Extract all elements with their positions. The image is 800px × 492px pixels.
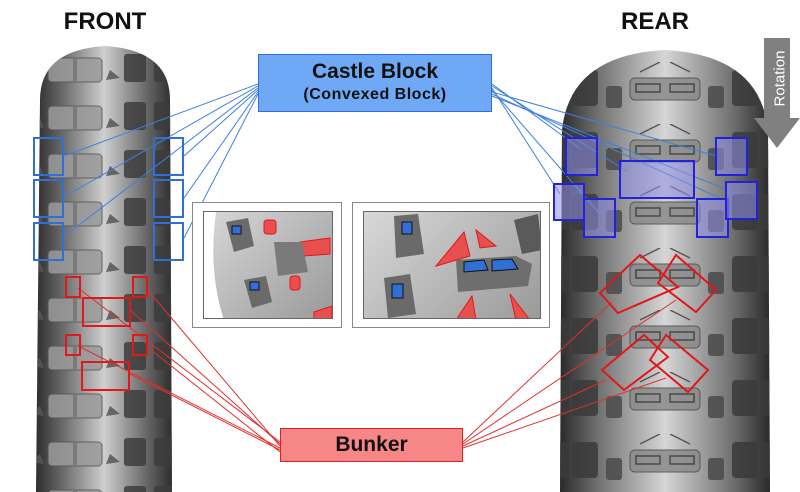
rotation-arrow bbox=[754, 38, 800, 148]
bunker-marker bbox=[656, 253, 718, 314]
bunker-marker bbox=[598, 253, 680, 315]
bunker-detail bbox=[289, 275, 301, 291]
bunker-marker bbox=[81, 361, 130, 391]
bunker-marker bbox=[65, 276, 81, 298]
bunker-callout: Bunker bbox=[280, 428, 463, 462]
rear-castle-block-markers bbox=[553, 137, 758, 238]
bunker-detail bbox=[299, 237, 331, 257]
front-detail-image bbox=[204, 212, 332, 318]
rear-detail-inset bbox=[352, 202, 550, 328]
castle-block-marker bbox=[565, 137, 598, 176]
castle-block-detail bbox=[491, 258, 519, 272]
castle-block-marker bbox=[553, 183, 585, 221]
bunker-leader-lines bbox=[77, 287, 677, 453]
bunker-marker bbox=[82, 297, 131, 327]
castle-block-marker bbox=[583, 198, 616, 238]
front-detail-inset bbox=[192, 202, 342, 328]
bunker-marker bbox=[132, 276, 148, 298]
castle-block-detail bbox=[249, 281, 260, 291]
front-tire-title: FRONT bbox=[63, 8, 147, 35]
castle-block-marker bbox=[153, 179, 184, 218]
castle-block-subtitle: (Convexed Block) bbox=[303, 86, 447, 103]
castle-block-marker bbox=[33, 222, 64, 261]
bunker-marker bbox=[648, 333, 710, 394]
castle-block-marker bbox=[619, 160, 695, 199]
castle-block-detail bbox=[401, 221, 413, 235]
castle-block-detail bbox=[463, 259, 489, 273]
bunker-detail bbox=[509, 293, 530, 318]
rotation-label: Rotation bbox=[765, 40, 795, 116]
bunker-marker bbox=[132, 334, 148, 356]
rear-bunker-markers bbox=[598, 253, 718, 394]
rear-tire-title: REAR bbox=[620, 8, 689, 35]
front-castle-block-markers bbox=[33, 137, 184, 261]
castle-block-marker bbox=[153, 222, 184, 261]
bunker-marker bbox=[65, 334, 81, 356]
castle-block-detail bbox=[231, 225, 242, 235]
rear-detail-image bbox=[384, 214, 540, 318]
castle-block-marker bbox=[715, 137, 748, 176]
castle-block-callout: Castle Block (Convexed Block) bbox=[258, 54, 492, 112]
bunker-detail bbox=[475, 228, 498, 249]
castle-block-marker bbox=[696, 198, 729, 238]
castle-block-marker bbox=[33, 179, 64, 218]
bunker-marker bbox=[600, 333, 670, 392]
bunker-detail bbox=[456, 294, 477, 318]
front-tire bbox=[36, 46, 172, 492]
bunker-detail bbox=[263, 219, 277, 235]
bunker-detail bbox=[434, 230, 471, 267]
rotation-label-text: Rotation bbox=[771, 50, 789, 106]
castle-block-marker bbox=[33, 137, 64, 176]
castle-block-detail bbox=[391, 283, 404, 299]
front-bunker-markers bbox=[65, 276, 148, 391]
castle-block-title: Castle Block bbox=[311, 60, 439, 83]
castle-block-marker bbox=[153, 137, 184, 176]
castle-block-marker bbox=[725, 181, 758, 220]
